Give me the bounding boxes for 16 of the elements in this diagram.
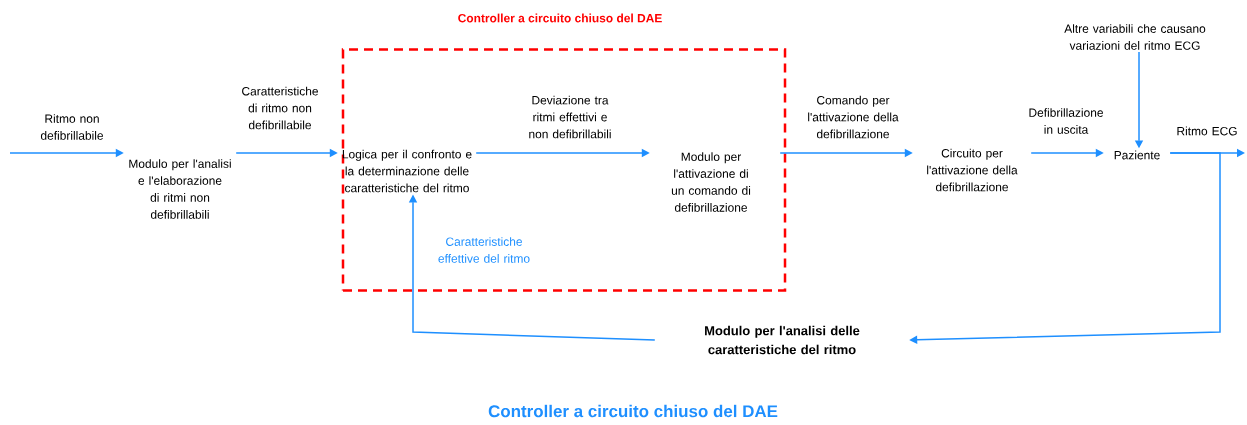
caption: Controller a circuito chiuso del DAE [488,404,778,418]
block-label: Circuito per l'attivazione della defibrillazione [927,148,1018,192]
block-label: Modulo per l'analisi delle caratteristiche del ritmo [705,325,860,355]
edge-label: Ritmo ECG [1177,126,1237,136]
edge-label: Ritmo non defibrillabile [40,114,103,140]
block-label: Logica per il confronto e la determinazione delle caratteristiche del ritmo [342,149,472,193]
edge-label: Defibrillazione in uscita [1029,108,1103,134]
edge-label: Caratteristiche effettive del ritmo [438,237,530,263]
block-label: Modulo per l'analisi e l'elaborazione di ritmi non defibrillabili [129,159,231,219]
heading: Controller a circuito chiuso del DAE [458,13,662,23]
edge-label: Comando per l'attivazione della defibrillazione [808,95,899,139]
edge-label: Deviazione tra ritmi effettivi e non defibrillabili [529,95,611,139]
block-label: Modulo per l'attivazione di un comando di defibrillazione [671,152,751,212]
block-label: Paziente [1114,150,1160,160]
edge-label: Caratteristiche di ritmo non defibrillabile [242,86,318,130]
block-label: Altre variabili che causano variazioni del ritmo ECG [1064,24,1206,50]
